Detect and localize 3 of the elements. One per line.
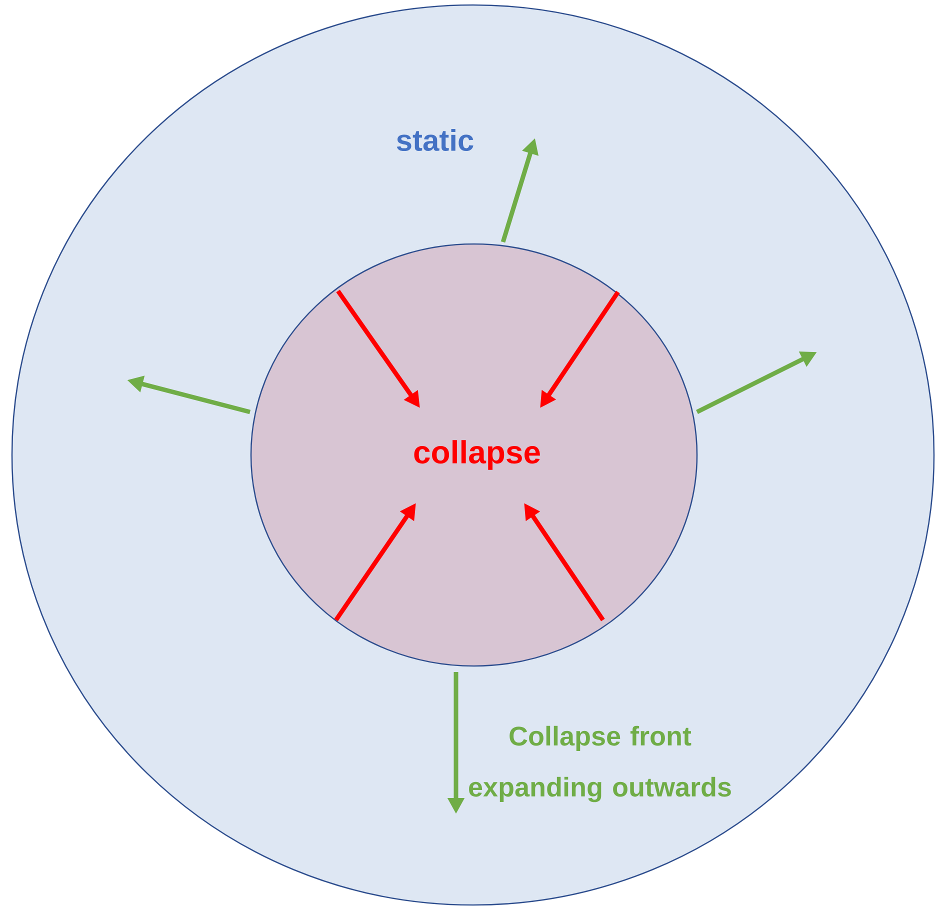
caption-text: Collapse front expanding outwards [469, 726, 731, 802]
region-label: collapse [414, 440, 540, 470]
region-label: static [396, 129, 474, 152]
